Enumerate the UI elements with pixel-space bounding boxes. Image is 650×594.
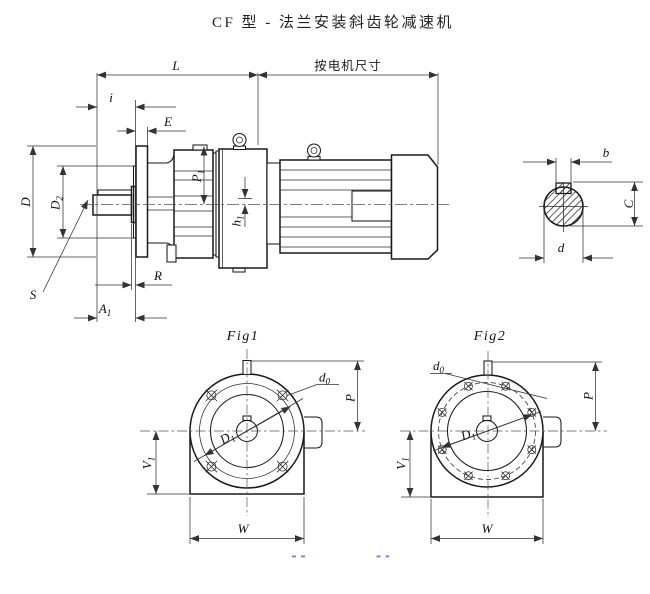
fig1-caption: Fig1: [226, 329, 259, 344]
keyway-section: [555, 182, 572, 195]
dim-label-A1: A1: [98, 301, 111, 318]
stray-mark: [385, 555, 389, 558]
fig1-D1-arrows: [204, 406, 291, 456]
dim-label-C: C: [621, 199, 636, 208]
fig2-d0-leader: [444, 373, 548, 399]
fig1-label-d0: d0: [319, 370, 331, 387]
dim-label-i: i: [109, 90, 113, 105]
fig2-label-d0: d0: [433, 358, 445, 375]
dim-label-S: S: [30, 287, 37, 302]
dim-label-b: b: [603, 145, 610, 160]
stray-mark: [301, 555, 305, 558]
fig2-label-P: P: [581, 392, 596, 401]
fig1-label-V1: V1: [140, 457, 157, 469]
fig2-side-box: [543, 416, 562, 448]
fig1-bolt-holes: [205, 389, 289, 473]
page-title: CF 型 - 法兰安装斜齿轮减速机: [212, 14, 454, 31]
fan-cover: [390, 154, 439, 260]
motor-adapter: [266, 162, 281, 245]
leader-line-S: [42, 199, 89, 293]
fig2-caption: Fig2: [473, 329, 506, 344]
fig2-front-view: Fig2 d0 D1 P V1: [394, 329, 607, 544]
fig2-label-W: W: [482, 521, 494, 536]
fig2-D1-arrows: [441, 414, 533, 448]
motor-cooling-fins: [280, 169, 392, 248]
stray-link-artifacts: [292, 555, 389, 558]
shaft-section-view: b C d: [519, 145, 643, 263]
neck-top: [147, 154, 175, 164]
side-view-dimensions: L 按电机尺寸 i E D D2 S P1 h1 R A1: [18, 58, 439, 322]
eyebolt-icon: [232, 132, 247, 151]
dim-label-h1: h1: [229, 216, 246, 227]
gear-housing: [173, 149, 214, 259]
dim-label-R: R: [153, 268, 162, 283]
fig1-label-P: P: [343, 394, 358, 403]
stray-mark: [376, 555, 381, 558]
fig2-label-V1: V1: [394, 457, 411, 469]
motor-bell-housing: [218, 148, 268, 269]
dim-label-E: E: [163, 114, 172, 129]
dim-label-D2: D2: [48, 196, 65, 211]
dim-label-L: L: [171, 58, 179, 73]
eyebolt-icon: [306, 143, 322, 161]
mounting-flange: [135, 145, 149, 258]
fig1-d0-leader: [285, 384, 318, 397]
dim-label-D: D: [18, 197, 33, 208]
output-shaft: [92, 194, 133, 216]
fig1-label-W: W: [238, 521, 250, 536]
dim-label-d: d: [558, 240, 565, 255]
drain-plug: [232, 267, 246, 273]
fig1-front-view: Fig1 d0 D1 P V1 W: [140, 329, 365, 544]
terminal-box: [351, 190, 393, 222]
gear-housing-top-rib: [192, 144, 208, 151]
stray-mark: [292, 555, 296, 558]
fig2-keyway-notch: [482, 415, 492, 422]
dim-label-motor-size: 按电机尺寸: [314, 59, 382, 73]
fig1-side-box: [304, 416, 323, 449]
housing-lug: [166, 244, 177, 263]
fig2-base: [430, 431, 544, 498]
dim-label-P1: P1: [189, 170, 206, 183]
